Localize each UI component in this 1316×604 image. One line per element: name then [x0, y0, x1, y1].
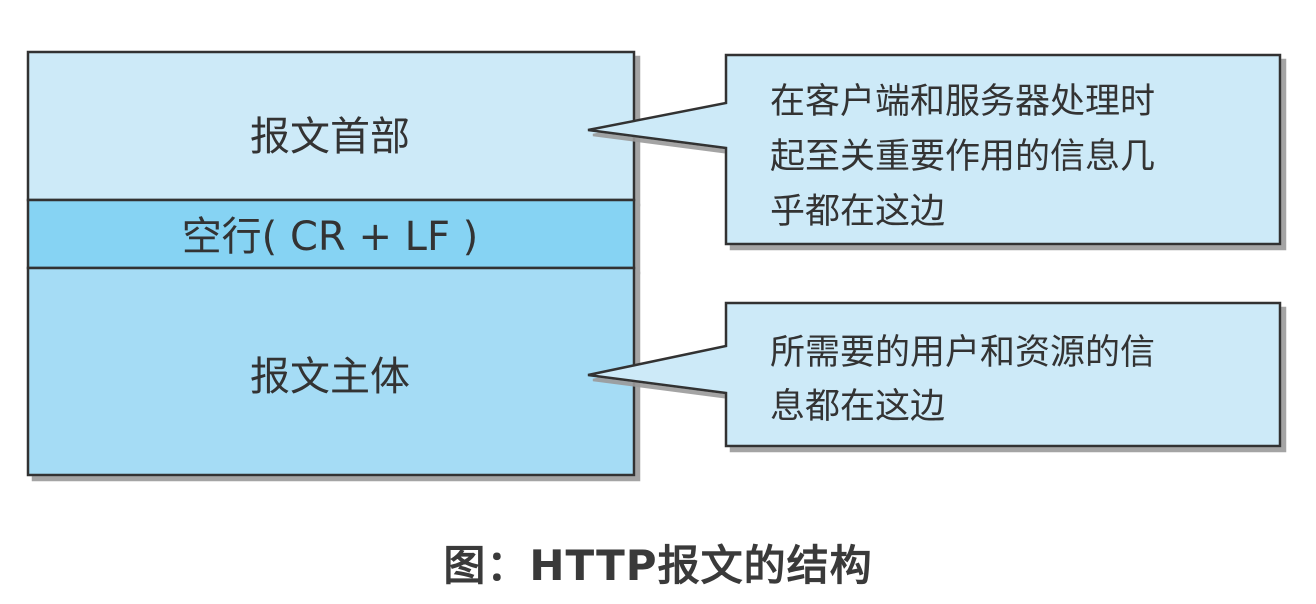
blank-line-label: 空行( CR + LF ): [182, 214, 479, 260]
message-body-label: 报文主体: [250, 354, 410, 400]
figure-caption: 图：HTTP报文的结构: [443, 541, 873, 590]
header-callout-line-1: 在客户端和服务器处理时: [770, 82, 1155, 122]
message-stack: [26, 50, 636, 477]
body-callout-line-1: 所需要的用户和资源的信: [770, 333, 1155, 373]
message-body-block: [26, 266, 636, 477]
header-callout-shape: [587, 53, 1282, 246]
http-message-diagram: 报文首部 空行( CR + LF ) 报文主体 在客户端和服务器处理时 起至关重…: [26, 50, 1282, 477]
header-callout: 在客户端和服务器处理时 起至关重要作用的信息几 乎都在这边: [587, 53, 1282, 246]
header-callout-line-3: 乎都在这边: [770, 192, 945, 232]
header-callout-line-2: 起至关重要作用的信息几: [770, 137, 1155, 177]
message-header-block: [26, 50, 636, 202]
blank-line-block: [26, 198, 636, 270]
body-callout-line-2: 息都在这边: [770, 387, 945, 427]
body-callout: 所需要的用户和资源的信 息都在这边: [587, 301, 1282, 448]
body-callout-shape: [587, 301, 1282, 448]
message-header-label: 报文首部: [250, 114, 410, 160]
